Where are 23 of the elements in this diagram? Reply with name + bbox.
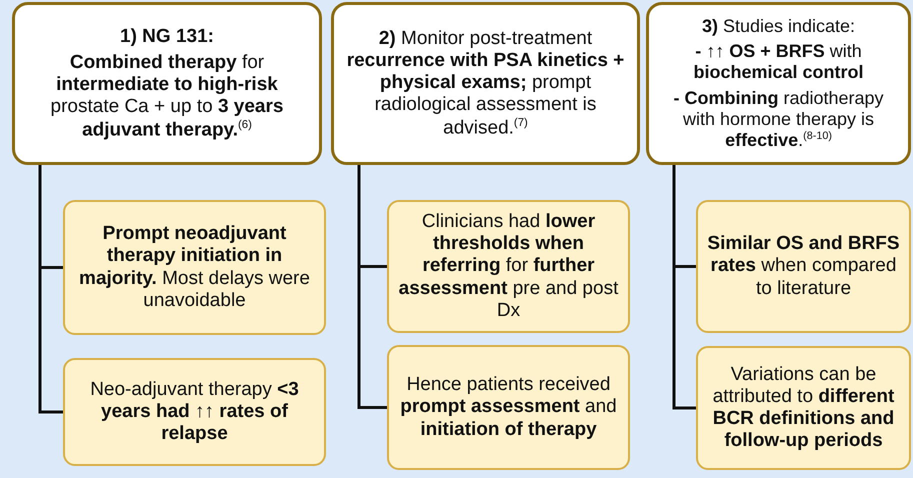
finding-box — [387, 345, 630, 470]
body-text: - Combining radiotherapy with hormone therapy is effective.$^{(8-10)}$ — [672, 88, 885, 151]
summary-box — [646, 2, 911, 165]
body-text: 2) Monitor post-treatment recurrence with PSA kinetics + physical exams; prompt radiological assessment is advised.$^{(7)}$ — [346, 28, 626, 140]
body-text: Variations can be attributed to different BCR definitions and follow-up periods — [712, 364, 896, 452]
body-text: Similar OS and BRFS rates when compared to literature — [706, 233, 901, 300]
finding-box — [63, 200, 326, 335]
connector-line — [38, 165, 63, 414]
connector-line — [358, 165, 387, 409]
heading-text: 1) NG 131: — [120, 26, 214, 48]
finding-box — [387, 200, 630, 333]
body-text: Neo-adjuvant therapy <3 years had ↑↑ rates of relapse — [89, 378, 300, 446]
finding-box — [696, 346, 911, 470]
summary-box — [331, 2, 640, 165]
finding-box — [63, 358, 326, 466]
connector-line — [672, 165, 696, 410]
body-text: Hence patients received prompt assessment and initiation of therapy — [399, 374, 618, 441]
finding-box — [696, 200, 911, 333]
heading-text: 3) Studies indicate: — [702, 16, 856, 38]
body-text: Clinicians had lower thresholds when referring for further assessment pre and post Dx — [398, 210, 620, 322]
summary-box — [12, 2, 322, 165]
body-text: Combined therapy for intermediate to high-risk prostate Ca + up to 3 years adjuvant therapy.$^{(6)}$ — [50, 52, 284, 142]
body-text: Prompt neoadjuvant therapy initiation in majority. Most delays were unavoidable — [78, 223, 311, 312]
